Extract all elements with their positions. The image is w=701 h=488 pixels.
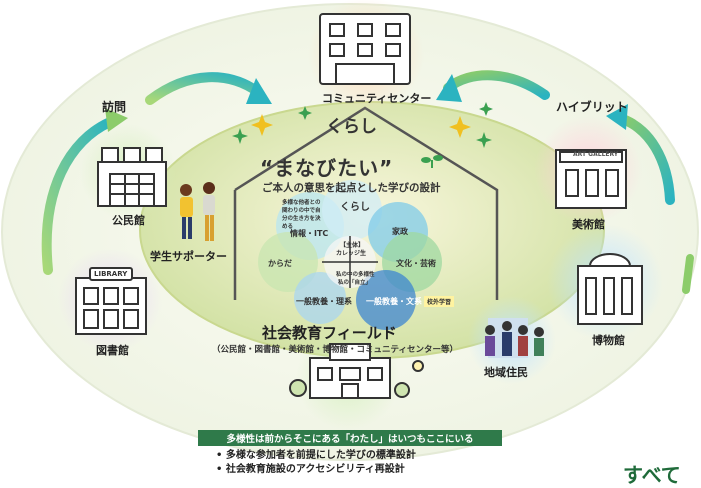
sparkle-icons xyxy=(251,114,471,138)
student-supporter-figures xyxy=(180,182,215,241)
bubble-core-1: 【主体】 xyxy=(340,242,365,249)
bubble-info-itc: 情報・ITC xyxy=(290,229,329,238)
public-hall-icon xyxy=(97,147,167,207)
bullet-item: • 多様な参加者を前提にした学びの標準設計 xyxy=(216,450,416,461)
local-residents-figures xyxy=(485,318,544,358)
arrow-right-lower xyxy=(682,254,694,294)
bubble-culture: 文化・芸術 xyxy=(396,259,436,268)
visit-label: 訪問 xyxy=(102,100,127,114)
hybrid-label: ハイブリット xyxy=(556,100,628,114)
center-subtitle: ご本人の意思を起点とした学びの設計 xyxy=(262,182,441,194)
bubble-top-note: 多様な他者との関わりの中で自分の生き方を決める xyxy=(282,200,321,230)
bubble-general-science: 一般教養・理系 xyxy=(296,297,352,306)
museum-label: 博物館 xyxy=(592,334,625,347)
diversity-banner: 多様性は前からそこにある「わたし」はいつもここにいる xyxy=(198,430,502,446)
bubble-diversity-2: 私の「自立」 xyxy=(338,280,372,286)
art-museum-icon xyxy=(555,149,627,209)
public-hall-label: 公民館 xyxy=(112,214,145,227)
corner-text: すべて xyxy=(623,463,681,487)
art-gallery-sign: ART GALLERY xyxy=(573,151,619,158)
library-label: 図書館 xyxy=(96,344,129,357)
bubble-core-2: カレッジ生 xyxy=(336,250,367,257)
museum-icon xyxy=(577,253,643,325)
bubble-body: からだ xyxy=(268,259,292,268)
art-museum-label: 美術館 xyxy=(572,218,605,231)
community-center-icon xyxy=(319,13,411,85)
bubble-extracurricular: 校外学習 xyxy=(424,296,455,307)
field-subtitle: （公民館・図書館・美術館・博物館・コミュニティセンター等） xyxy=(212,345,458,355)
library-sign: LIBRARY xyxy=(94,270,128,278)
bullet-list: • 多様な参加者を前提にした学びの標準設計 • 社会教育施設のアクセシビリティ再… xyxy=(216,449,416,477)
field-title: 社会教育フィールド xyxy=(262,324,397,342)
center-title: “まなびたい” xyxy=(260,156,394,180)
bubble-kurashi: くらし xyxy=(340,202,370,213)
bullet-item: • 社会教育施設のアクセシビリティ再設計 xyxy=(216,464,405,475)
arrow-left-top xyxy=(145,72,263,105)
arrow-right-outer xyxy=(615,113,675,205)
learning-bubbles xyxy=(258,180,442,330)
local-residents-label: 地域住民 xyxy=(484,366,528,379)
school-building-icon xyxy=(289,343,424,399)
house-outline xyxy=(233,106,499,300)
bubble-family: 家政 xyxy=(392,227,408,236)
bubble-general-humanities: 一般教養・文系 xyxy=(366,297,422,306)
library-icon xyxy=(75,267,147,335)
arrow-right-top xyxy=(443,70,550,100)
sprout-icon xyxy=(421,155,443,168)
student-supporter-label: 学生サポーター xyxy=(150,250,227,263)
bubble-diversity-1: 私の中の多様性 xyxy=(336,272,375,278)
community-center-label: コミュニティセンター xyxy=(322,92,432,105)
arrow-left-outer xyxy=(41,117,115,275)
kurashi-label: くらし xyxy=(326,117,377,137)
